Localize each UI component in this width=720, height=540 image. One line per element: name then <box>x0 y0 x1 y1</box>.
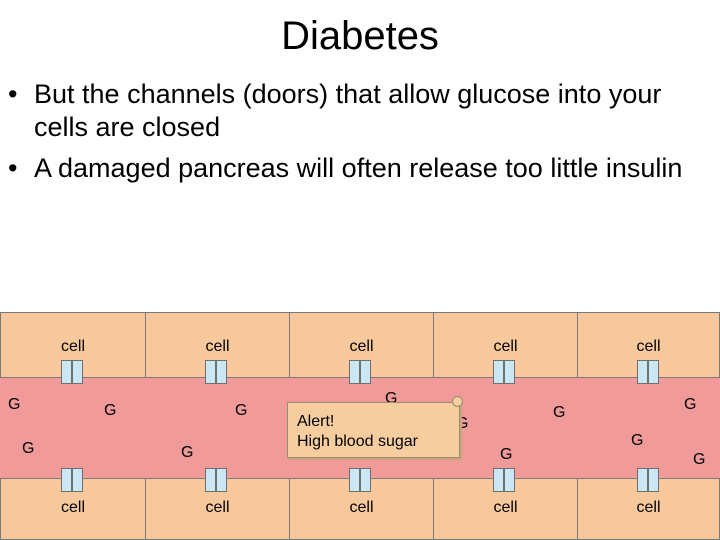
glucose-label: G <box>181 444 193 462</box>
bullet-item: • But the channels (doors) that allow gl… <box>8 78 708 144</box>
cell-label: cell <box>290 499 433 517</box>
bullet-item: • A damaged pancreas will often release … <box>8 152 708 185</box>
scroll-curl-icon <box>452 396 463 407</box>
closed-channel-icon <box>349 360 371 384</box>
closed-channel-icon <box>493 360 515 384</box>
slide-title: Diabetes <box>0 12 720 60</box>
alert-note: Alert! High blood sugar <box>287 402 460 458</box>
alert-heading: Alert! <box>297 412 418 432</box>
alert-message: High blood sugar <box>297 432 418 452</box>
bullet-text: A damaged pancreas will often release to… <box>34 153 682 183</box>
cell-label: cell <box>146 338 289 356</box>
glucose-label: G <box>693 451 705 469</box>
glucose-label: G <box>684 396 696 414</box>
cell-label: cell <box>1 499 145 517</box>
blood-vessel-diagram: cell cell cell cell cell cell cell cell … <box>0 312 720 540</box>
glucose-label: G <box>500 446 512 464</box>
closed-channel-icon <box>61 468 83 492</box>
closed-channel-icon <box>205 468 227 492</box>
glucose-label: G <box>235 402 247 420</box>
glucose-label: G <box>631 432 643 450</box>
bullet-marker: • <box>8 152 17 185</box>
bullet-list: • But the channels (doors) that allow gl… <box>8 78 708 193</box>
closed-channel-icon <box>493 468 515 492</box>
glucose-label: G <box>104 402 116 420</box>
closed-channel-icon <box>637 360 659 384</box>
cell-label: cell <box>434 499 577 517</box>
closed-channel-icon <box>349 468 371 492</box>
bullet-text: But the channels (doors) that allow gluc… <box>34 79 661 142</box>
glucose-label: G <box>8 396 20 414</box>
cell-label: cell <box>434 338 577 356</box>
bullet-marker: • <box>8 78 17 111</box>
closed-channel-icon <box>205 360 227 384</box>
alert-text: Alert! High blood sugar <box>297 412 418 452</box>
cell-label: cell <box>290 338 433 356</box>
glucose-label: G <box>22 440 34 458</box>
cell-label: cell <box>578 338 719 356</box>
cell-label: cell <box>146 499 289 517</box>
cell-label: cell <box>578 499 719 517</box>
cell-label: cell <box>1 338 145 356</box>
closed-channel-icon <box>61 360 83 384</box>
glucose-label: G <box>553 404 565 422</box>
closed-channel-icon <box>637 468 659 492</box>
